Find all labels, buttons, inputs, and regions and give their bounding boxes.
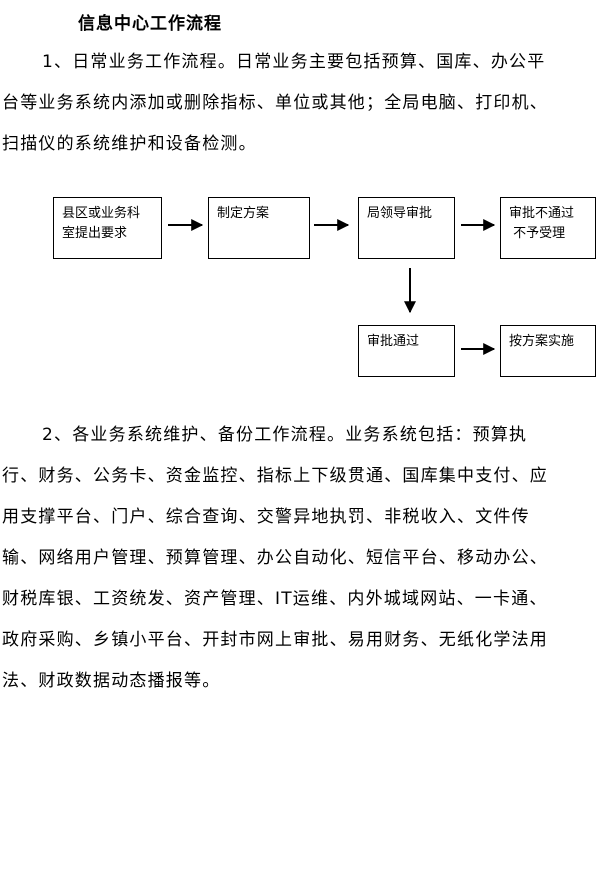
flow-node-label: 局领导审批 [367, 206, 433, 221]
flow-node-request: 县区或业务科 室提出要求 [53, 197, 162, 259]
flow-node-label: 审批通过 [367, 334, 420, 349]
section-1-text: 1、日常业务工作流程。日常业务主要包括预算、国库、办公平台等业务系统内添加或删除… [2, 52, 548, 154]
flow-node-label: 室提出要求 [62, 226, 128, 241]
flow-node-leader-approval: 局领导审批 [358, 197, 455, 259]
section-2-text: 2、各业务系统维护、备份工作流程。业务系统包括：预算执行、财务、公务卡、资金监控… [2, 425, 548, 691]
flow-node-plan: 制定方案 [208, 197, 310, 259]
flowchart: 县区或业务科 室提出要求 制定方案 局领导审批 审批不通过 不予受理 审批通过 … [0, 188, 596, 388]
section-2-paragraph: 2、各业务系统维护、备份工作流程。业务系统包括：预算执行、财务、公务卡、资金监控… [2, 415, 562, 702]
flow-node-implement: 按方案实施 [500, 325, 596, 377]
page-title: 信息中心工作流程 [78, 14, 222, 34]
flow-node-label: 制定方案 [217, 206, 270, 221]
flow-node-label: 审批不通过 [509, 206, 575, 221]
flow-node-label: 县区或业务科 [62, 206, 141, 221]
flow-node-approved: 审批通过 [358, 325, 455, 377]
flow-arrows [168, 219, 496, 355]
flow-node-label: 按方案实施 [509, 334, 575, 349]
section-1-paragraph: 1、日常业务工作流程。日常业务主要包括预算、国库、办公平台等业务系统内添加或删除… [2, 42, 562, 165]
flow-node-rejected: 审批不通过 不予受理 [500, 197, 596, 259]
flow-node-label: 不予受理 [509, 226, 566, 241]
